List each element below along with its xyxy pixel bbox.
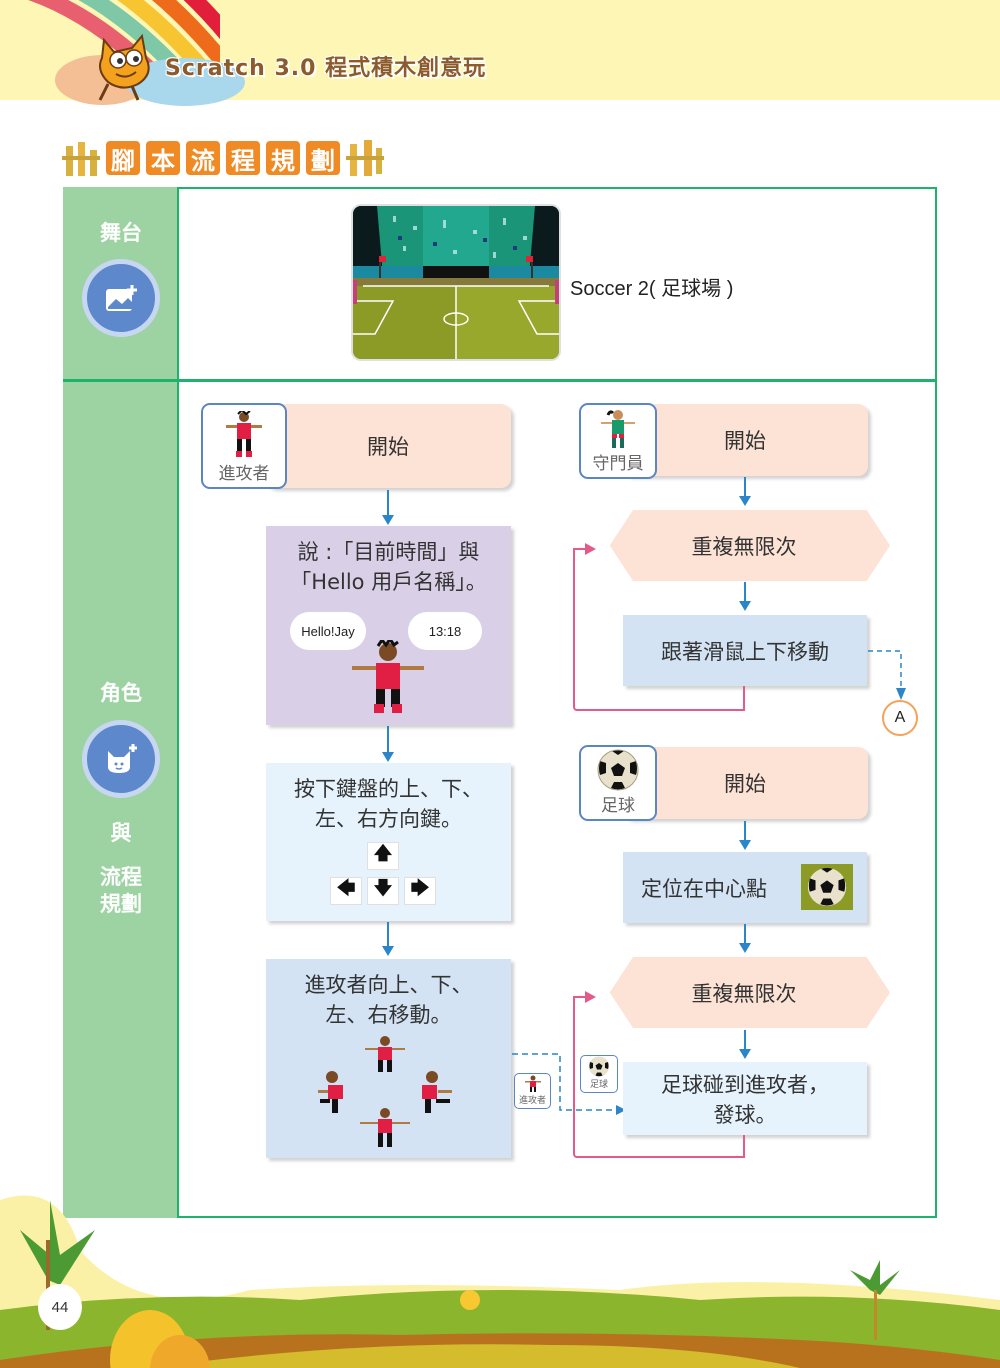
ball-center-thumbnail <box>801 864 853 910</box>
attacker-sprite-tag: 進攻者 <box>201 403 287 489</box>
heading-char: 規 <box>266 141 300 175</box>
start-label: 開始 <box>724 429 766 453</box>
attacker-start-box: 開始 <box>265 404 511 488</box>
flow-arrow <box>744 1030 746 1050</box>
flow-arrow <box>744 924 746 944</box>
section-heading: 腳 本 流 程 規 劃 <box>62 133 384 183</box>
heading-char: 程 <box>226 141 260 175</box>
connector-a: A <box>882 700 918 736</box>
backdrop-add-icon <box>82 259 160 337</box>
flow-label-line2: 規劃 <box>100 892 142 916</box>
heading-char: 本 <box>146 141 180 175</box>
step-text: 定位在中心點 <box>641 876 767 901</box>
mini-tag-ball: 足球 <box>580 1055 618 1093</box>
heading-char: 劃 <box>306 141 340 175</box>
loop-back-line <box>743 1135 745 1158</box>
goalkeeper-start-box: 開始 <box>622 404 868 476</box>
sprite-add-icon <box>82 720 160 798</box>
right-arrow-key-icon: 🡆 <box>404 877 436 905</box>
message-connector-dashed <box>512 1053 626 1115</box>
and-label: 與 <box>110 821 132 845</box>
step-text-line2: 發球。 <box>713 1102 777 1127</box>
goalkeeper-sprite-icon <box>601 410 635 448</box>
speech-bubble-time: 13:18 <box>408 612 482 650</box>
flow-arrow <box>387 490 389 516</box>
loop-back-line <box>573 548 745 711</box>
stage-label: 舞台 <box>100 221 142 245</box>
loop-back-line <box>573 996 587 998</box>
loop-arrow-head <box>585 991 596 1003</box>
backdrop-name: Soccer 2( 足球場 ) <box>570 278 734 300</box>
loop-label: 重複無限次 <box>691 534 797 559</box>
table-side-column <box>63 187 179 1218</box>
loop-back-line <box>743 686 745 711</box>
loop-back-line <box>573 548 587 550</box>
flow-arrow-head <box>739 840 751 850</box>
loop-label: 重複無限次 <box>691 981 797 1006</box>
step-text-line1: 足球碰到進攻者， <box>661 1072 829 1097</box>
step-text-line1: 說 :「目前時間」與 <box>297 540 480 564</box>
book-title: Scratch 3.0 程式積木創意玩 <box>165 56 487 81</box>
heading-char: 流 <box>186 141 220 175</box>
step-text-line2: 左、右方向鍵。 <box>315 807 462 831</box>
flow-arrow-head <box>739 943 751 953</box>
goalkeeper-follow-mouse-box: 跟著滑鼠上下移動 <box>623 615 867 686</box>
flow-arrow <box>744 582 746 602</box>
start-label: 開始 <box>724 772 766 796</box>
flow-arrow-head <box>382 752 394 762</box>
left-arrow-key-icon: 🡄 <box>330 877 362 905</box>
sprite-label: 角色 <box>100 681 142 705</box>
attacker-sprite-icon <box>226 411 262 457</box>
speech-bubble-hello: Hello!Jay <box>290 612 366 650</box>
flow-arrow-head <box>382 946 394 956</box>
step-text-line1: 進攻者向上、下、 <box>304 973 473 997</box>
scratch-cat-icon <box>98 33 150 101</box>
ball-start-box: 開始 <box>622 747 868 819</box>
attacker-mini-icon <box>524 1075 541 1092</box>
soccer-ball-mini-icon <box>589 1056 609 1077</box>
flow-arrow <box>387 726 389 754</box>
flow-arrow <box>387 922 389 948</box>
step-text-line2: 左、右移動。 <box>325 1003 452 1027</box>
goalkeeper-loop-forever: 重複無限次 <box>609 510 890 581</box>
flow-arrow <box>744 477 746 497</box>
attacker-character-icon <box>352 640 424 713</box>
heading-char: 腳 <box>106 141 140 175</box>
mini-tag-attacker: 進攻者 <box>514 1073 551 1109</box>
down-arrow-key-icon: 🡇 <box>367 877 399 905</box>
goalkeeper-sprite-tag: 守門員 <box>579 403 657 479</box>
loop-arrow-head <box>585 543 596 555</box>
loop-back-line <box>573 996 745 1158</box>
ball-loop-forever: 重複無限次 <box>609 957 890 1028</box>
flow-arrow-head <box>382 515 394 525</box>
flow-arrow-head <box>739 496 751 506</box>
ball-touch-attacker-box: 足球碰到進攻者， 發球。 <box>623 1062 867 1135</box>
row-divider <box>63 379 937 382</box>
ball-sprite-tag: 足球 <box>579 745 657 821</box>
step-text-line2: 「Hello 用戶名稱」。 <box>290 570 487 594</box>
sprite-name: 進攻者 <box>218 464 270 484</box>
flow-arrow-head <box>739 601 751 611</box>
start-label: 開始 <box>367 435 409 459</box>
backdrop-thumbnail <box>353 206 559 359</box>
sprite-name: 守門員 <box>592 454 644 474</box>
flow-arrow <box>744 821 746 841</box>
up-arrow-key-icon: 🡅 <box>367 842 399 870</box>
soccer-ball-icon <box>807 867 847 907</box>
page-number: 44 <box>38 1284 82 1330</box>
flow-label-line1: 流程 <box>100 865 142 889</box>
step-text-line1: 按下鍵盤的上、下、 <box>294 777 483 801</box>
connector-dashed-line <box>868 650 906 700</box>
fence-right-icon <box>346 140 384 176</box>
attacker-moves-illustration <box>318 1036 452 1147</box>
sprite-name: 足球 <box>601 796 635 816</box>
fence-left-icon <box>62 142 100 176</box>
flow-arrow-head <box>739 1049 751 1059</box>
soccer-ball-icon <box>597 749 639 791</box>
footer-landscape <box>0 1195 1000 1368</box>
step-text: 跟著滑鼠上下移動 <box>661 639 829 664</box>
